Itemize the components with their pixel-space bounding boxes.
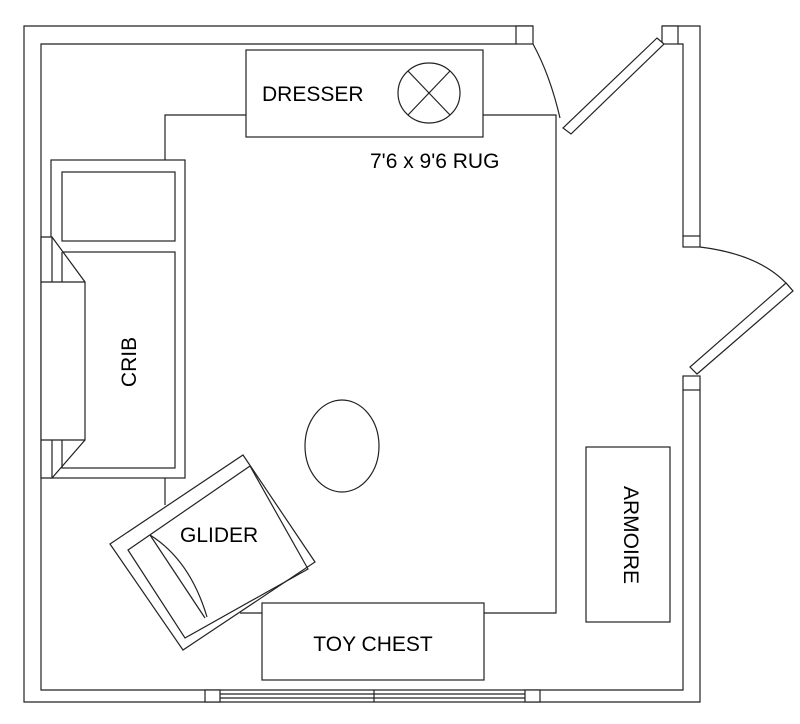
crib-label: CRIB xyxy=(118,337,141,387)
door-jamb xyxy=(682,235,701,248)
inner-wall-right-top xyxy=(678,43,684,236)
door-jamb xyxy=(682,375,701,391)
crib-side-table xyxy=(40,236,86,479)
door-jamb xyxy=(661,25,679,45)
rug-label: 7'6 x 9'6 RUG xyxy=(370,150,499,173)
walls xyxy=(23,25,701,703)
glider-label: GLIDER xyxy=(180,524,258,547)
dresser-label: DRESSER xyxy=(262,83,364,106)
armoire[interactable]: ARMOIRE xyxy=(585,446,671,623)
door-leaf xyxy=(562,37,665,135)
toy-chest[interactable]: TOY CHEST xyxy=(261,602,485,681)
dresser[interactable]: DRESSER xyxy=(245,49,484,138)
toy-chest-label: TOY CHEST xyxy=(313,633,433,656)
round-ottoman[interactable] xyxy=(304,399,380,493)
glider[interactable]: GLIDER xyxy=(109,454,316,651)
top-door[interactable] xyxy=(532,37,665,135)
outer-wall-right-top xyxy=(662,25,701,236)
outer-wall xyxy=(23,25,701,703)
right-door[interactable] xyxy=(689,246,794,375)
inner-wall xyxy=(40,43,684,691)
crib[interactable]: CRIB xyxy=(40,159,186,479)
armoire-label: ARMOIRE xyxy=(619,486,642,584)
door-swing-arc xyxy=(532,43,561,119)
lamp-icon xyxy=(397,62,461,124)
door-jamb xyxy=(515,25,534,45)
window xyxy=(204,689,541,703)
door-swing-arc xyxy=(699,246,793,291)
door-leaf xyxy=(689,282,794,375)
